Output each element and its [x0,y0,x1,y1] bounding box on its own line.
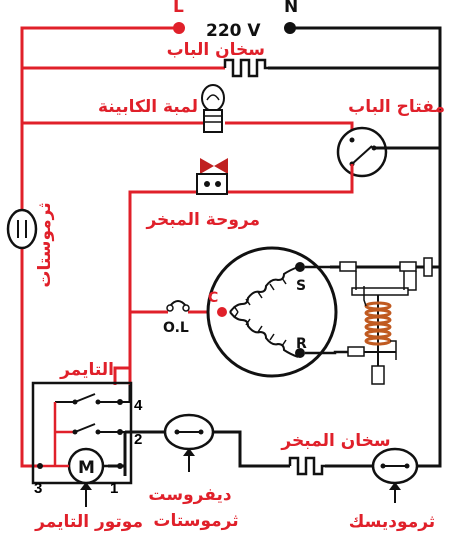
door-switch: مفتاح الباب [336,97,445,178]
timer-terminal-2: 2 [134,431,142,448]
thermostat: ثرموستات [6,202,55,288]
neutral-terminal: N [284,0,298,34]
start-terminal-label: S [296,278,306,294]
neutral-label: N [284,0,298,17]
evaporator-fan-label: مروحة المبخر [145,210,260,230]
thermodisc: ثرموديسك [349,447,435,532]
cabin-lamp-label: لمبة الكابينة [98,97,198,117]
overload-label: O.L [163,320,189,336]
timer-terminal-3: 3 [34,480,42,497]
timer-label: التايمر [59,360,114,380]
cabin-lamp: لمبة الكابينة [98,84,225,133]
evaporator-heater-label: سخان المبخر [280,431,390,451]
compressor-motor: C S R [206,246,338,378]
live-terminal: L [173,0,185,34]
evaporator-heater: سخان المبخر [280,431,391,476]
live-label: L [173,0,184,17]
common-terminal-label: C [208,290,218,306]
timer-motor-symbol: M [78,458,95,478]
live-wires [20,26,354,468]
door-heater: سخان الباب [167,40,268,78]
thermodisc-label: ثرموديسك [349,512,435,532]
start-relay [305,257,433,385]
door-switch-label: مفتاح الباب [348,97,445,117]
defrost-thermostat-label-1: ديفروست [148,485,231,505]
door-heater-label: سخان الباب [167,40,265,60]
timer-terminal-1: 1 [110,480,118,497]
defrost-thermostat: ديفروست ثرموستات [148,413,239,531]
voltage-label: 220 V [206,21,261,41]
timer-terminal-4: 4 [134,397,143,414]
timer-motor-label: موتور التايمر [34,512,143,532]
defrost-thermostat-label-2: ثرموستات [153,511,238,531]
run-terminal-label: R [296,336,307,352]
evaporator-fan: مروحة المبخر [145,158,260,230]
overload-protector: O.L [163,300,190,336]
defrost-timer: التايمر M 4 2 1 3 موتور التايمر [31,360,143,532]
thermostat-label: ثرموستات [35,202,55,287]
